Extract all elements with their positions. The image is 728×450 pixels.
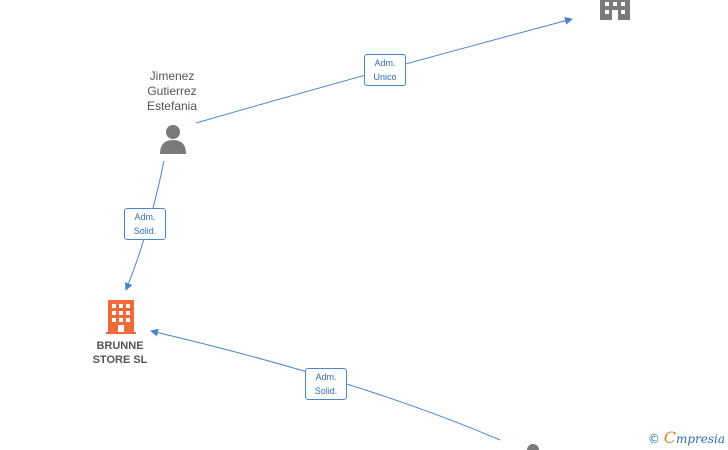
building-icon[interactable]	[106, 300, 136, 334]
building-icon[interactable]	[600, 0, 630, 20]
brand-logo: © Cmpresia	[648, 428, 725, 447]
person-icon[interactable]	[160, 125, 186, 154]
person-icon[interactable]	[522, 444, 544, 450]
brand-initial: C	[663, 428, 676, 447]
edge-label-adm-unico: Adm. Unico	[364, 54, 406, 86]
person-name-label[interactable]: Jimenez Gutierrez Estefania	[146, 69, 198, 113]
brand-name: mpresia	[675, 432, 725, 446]
company-name-label[interactable]: BRUNNE STORE SL	[92, 340, 148, 366]
edge-label-adm-solid: Adm. Solid.	[124, 208, 166, 240]
edge-label-adm-solid: Adm. Solid.	[305, 368, 347, 400]
copyright-icon: ©	[647, 432, 660, 446]
